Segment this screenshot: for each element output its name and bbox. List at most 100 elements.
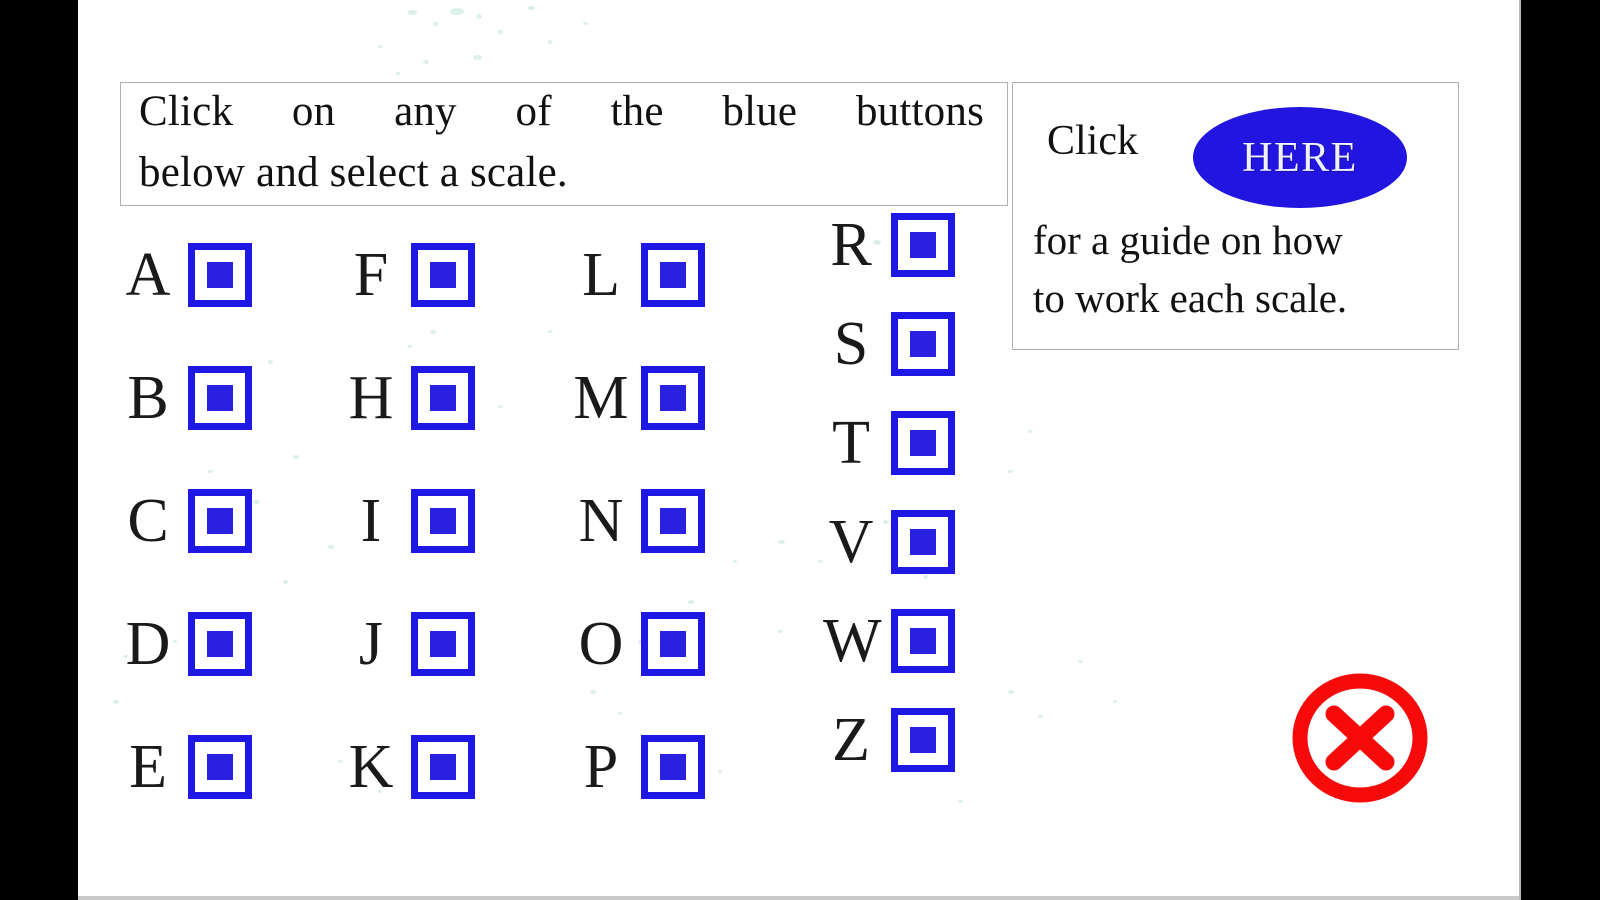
- scale-letter-k: K: [348, 733, 394, 801]
- scan-speckle: [1008, 470, 1013, 473]
- here-button[interactable]: HERE: [1193, 107, 1407, 208]
- scale-button-m[interactable]: [641, 366, 705, 430]
- scale-button-f[interactable]: [411, 243, 475, 307]
- scale-button-pip-icon: [660, 262, 686, 288]
- scale-button-r[interactable]: [891, 213, 955, 277]
- scale-letter-t: T: [832, 409, 870, 477]
- scan-speckle: [778, 630, 783, 633]
- scan-speckle: [498, 30, 503, 34]
- guide-line-1: for a guide on how: [1033, 217, 1343, 263]
- scale-button-pip-icon: [207, 754, 233, 780]
- scale-letter-d: D: [125, 610, 171, 678]
- instruction-line-1: Click on any of the blue buttons: [139, 88, 984, 135]
- scale-row: B: [120, 366, 252, 430]
- scan-speckle: [473, 55, 482, 60]
- scale-letter-j: J: [358, 610, 384, 678]
- scale-letter-p: P: [583, 733, 619, 801]
- scale-button-h[interactable]: [411, 366, 475, 430]
- scale-button-pip-icon: [910, 331, 936, 357]
- scale-button-o[interactable]: [641, 612, 705, 676]
- scale-row: O: [573, 612, 705, 676]
- scale-button-pip-icon: [660, 754, 686, 780]
- scale-button-s[interactable]: [891, 312, 955, 376]
- scale-row: L: [573, 243, 705, 307]
- scale-button-j[interactable]: [411, 612, 475, 676]
- scale-button-pip-icon: [207, 508, 233, 534]
- scan-speckle: [450, 8, 464, 15]
- scale-row: S: [823, 312, 955, 376]
- instruction-line-2: below and select a scale.: [139, 149, 568, 196]
- close-button[interactable]: [1290, 672, 1430, 804]
- scale-button-l[interactable]: [641, 243, 705, 307]
- scale-letter-a: A: [125, 241, 171, 309]
- scan-speckle: [958, 800, 963, 803]
- instruction-panel: Click on any of the blue buttons below a…: [120, 82, 1008, 206]
- scale-letter-e: E: [129, 733, 167, 801]
- scan-speckle: [1038, 715, 1043, 718]
- scale-button-k[interactable]: [411, 735, 475, 799]
- scale-row: V: [823, 510, 955, 574]
- scan-speckle: [528, 6, 535, 10]
- scale-letter-f: F: [353, 241, 389, 309]
- scale-row: F: [343, 243, 475, 307]
- scale-letter-i: I: [360, 487, 382, 555]
- scale-button-t[interactable]: [891, 411, 955, 475]
- scan-speckle: [548, 330, 552, 333]
- scan-speckle: [328, 545, 334, 549]
- scale-letter-o: O: [578, 610, 624, 678]
- scale-button-d[interactable]: [188, 612, 252, 676]
- guide-click-label: Click: [1047, 118, 1138, 164]
- scale-letter-c: C: [127, 487, 169, 555]
- scale-button-a[interactable]: [188, 243, 252, 307]
- scale-row: I: [343, 489, 475, 553]
- scale-row: K: [343, 735, 475, 799]
- scan-speckle: [498, 405, 503, 408]
- scale-row: R: [823, 213, 955, 277]
- scan-speckle: [423, 60, 429, 64]
- scan-speckle: [268, 360, 273, 364]
- scale-button-pip-icon: [660, 508, 686, 534]
- scale-letter-s: S: [833, 310, 869, 378]
- scale-button-pip-icon: [207, 262, 233, 288]
- scale-button-n[interactable]: [641, 489, 705, 553]
- scan-speckle: [618, 712, 622, 715]
- scale-button-pip-icon: [910, 430, 936, 456]
- scale-button-pip-icon: [660, 385, 686, 411]
- scale-row: H: [343, 366, 475, 430]
- scan-speckle: [408, 345, 412, 348]
- scan-speckle: [476, 14, 482, 19]
- scale-letter-z: Z: [832, 706, 870, 774]
- letterbox-bar-left: [0, 0, 78, 900]
- scale-button-b[interactable]: [188, 366, 252, 430]
- scan-speckle: [1078, 660, 1083, 663]
- scale-row: A: [120, 243, 252, 307]
- here-button-label: HERE: [1242, 134, 1358, 181]
- scale-button-z[interactable]: [891, 708, 955, 772]
- scale-button-pip-icon: [207, 385, 233, 411]
- scale-button-w[interactable]: [891, 609, 955, 673]
- scale-letter-w: W: [823, 607, 882, 675]
- scale-button-pip-icon: [430, 508, 456, 534]
- scan-speckle: [583, 22, 588, 25]
- scale-button-pip-icon: [430, 262, 456, 288]
- scale-button-c[interactable]: [188, 489, 252, 553]
- scale-button-p[interactable]: [641, 735, 705, 799]
- scale-row: J: [343, 612, 475, 676]
- scan-speckle: [1028, 430, 1032, 433]
- scale-button-e[interactable]: [188, 735, 252, 799]
- scale-row: M: [573, 366, 705, 430]
- scan-speckle: [923, 575, 928, 579]
- scan-speckle: [408, 10, 417, 15]
- scale-letter-b: B: [127, 364, 169, 432]
- scale-letter-v: V: [828, 508, 874, 576]
- scale-row: D: [120, 612, 252, 676]
- scale-button-i[interactable]: [411, 489, 475, 553]
- scale-button-v[interactable]: [891, 510, 955, 574]
- scale-letter-m: M: [573, 364, 629, 432]
- scan-speckle: [113, 700, 119, 704]
- scale-row: P: [573, 735, 705, 799]
- scan-speckle: [378, 45, 383, 48]
- scale-row: Z: [823, 708, 955, 772]
- scale-button-pip-icon: [207, 631, 233, 657]
- scan-speckle: [1113, 700, 1117, 703]
